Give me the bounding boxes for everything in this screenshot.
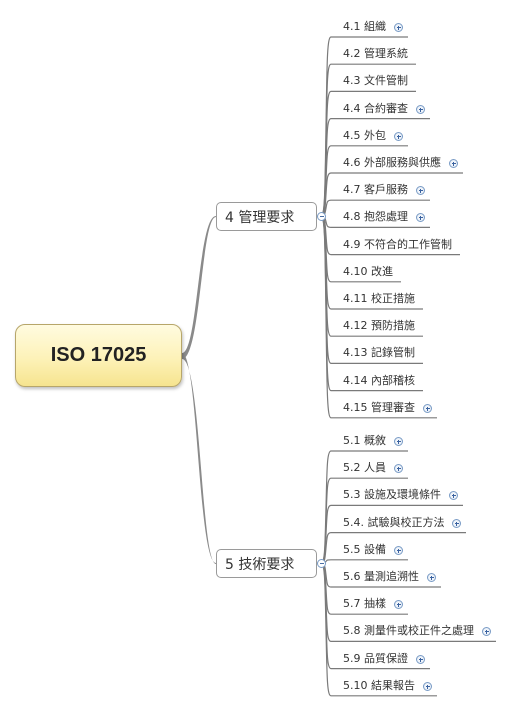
expand-plus-icon[interactable] [423, 404, 432, 413]
connector-root-to-branch-5 [182, 353, 216, 564]
expand-plus-icon[interactable] [416, 186, 425, 195]
subtopic-4-6[interactable]: 4.6 外部服務與供應 [343, 154, 441, 171]
subtopic-5-4[interactable]: 5.4. 試驗與校正方法 [343, 514, 445, 531]
subtopic-label: 5.2 人員 [343, 461, 386, 474]
expand-plus-icon[interactable] [416, 213, 425, 222]
subtopic-label: 4.5 外包 [343, 129, 386, 142]
subtopic-4-7[interactable]: 4.7 客戶服務 [343, 181, 408, 198]
subtopic-label: 4.1 組織 [343, 20, 386, 33]
subtopic-label: 4.6 外部服務與供應 [343, 156, 441, 169]
connector-branch-to-subtopic [320, 215, 332, 419]
expand-plus-icon[interactable] [416, 655, 425, 664]
subtopic-4-1[interactable]: 4.1 組織 [343, 18, 386, 35]
subtopic-label: 5.4. 試驗與校正方法 [343, 516, 445, 529]
subtopic-4-12[interactable]: 4.12 預防措施 [343, 317, 415, 334]
subtopic-5-6[interactable]: 5.6 量測追溯性 [343, 568, 419, 585]
subtopic-4-9[interactable]: 4.9 不符合的工作管制 [343, 236, 452, 253]
subtopic-5-10[interactable]: 5.10 結果報告 [343, 677, 415, 694]
root-topic-label: ISO 17025 [50, 344, 147, 366]
branch-label: 4 管理要求 [225, 209, 295, 226]
expand-plus-icon[interactable] [394, 437, 403, 446]
subtopic-5-2[interactable]: 5.2 人員 [343, 459, 386, 476]
subtopic-label: 4.7 客戶服務 [343, 183, 408, 196]
subtopic-5-1[interactable]: 5.1 概敘 [343, 432, 386, 449]
subtopic-4-14[interactable]: 4.14 內部稽核 [343, 372, 415, 389]
expand-plus-icon[interactable] [449, 159, 458, 168]
subtopic-label: 4.15 管理審查 [343, 401, 415, 414]
collapse-toggle-icon[interactable] [317, 559, 326, 568]
connector-branch-to-subtopic [320, 562, 332, 697]
subtopic-4-4[interactable]: 4.4 合約審查 [343, 100, 408, 117]
subtopic-label: 4.3 文件管制 [343, 74, 408, 87]
subtopic-5-8[interactable]: 5.8 測量件或校正件之處理 [343, 622, 474, 639]
subtopic-4-2[interactable]: 4.2 管理系統 [343, 45, 408, 62]
subtopic-label: 4.9 不符合的工作管制 [343, 238, 452, 251]
expand-plus-icon[interactable] [452, 519, 461, 528]
expand-plus-icon[interactable] [449, 491, 458, 500]
subtopic-4-11[interactable]: 4.11 校正措施 [343, 290, 415, 307]
root-topic[interactable]: ISO 17025 [15, 324, 182, 387]
subtopic-label: 5.9 品質保證 [343, 652, 408, 665]
subtopic-4-8[interactable]: 4.8 抱怨處理 [343, 208, 408, 225]
subtopic-label: 5.8 測量件或校正件之處理 [343, 624, 474, 637]
subtopic-label: 5.7 抽樣 [343, 597, 386, 610]
branch-management-requirements[interactable]: 4 管理要求 [216, 202, 317, 231]
subtopic-label: 4.4 合約審查 [343, 102, 408, 115]
subtopic-5-7[interactable]: 5.7 抽樣 [343, 595, 386, 612]
subtopic-4-5[interactable]: 4.5 外包 [343, 127, 386, 144]
expand-plus-icon[interactable] [394, 600, 403, 609]
subtopic-4-3[interactable]: 4.3 文件管制 [343, 72, 408, 89]
expand-plus-icon[interactable] [427, 573, 436, 582]
subtopic-5-3[interactable]: 5.3 設施及環境條件 [343, 486, 441, 503]
subtopic-label: 4.11 校正措施 [343, 292, 415, 305]
expand-plus-icon[interactable] [394, 132, 403, 141]
subtopic-label: 4.13 記錄管制 [343, 346, 415, 359]
expand-plus-icon[interactable] [394, 464, 403, 473]
subtopic-label: 4.2 管理系統 [343, 47, 408, 60]
expand-plus-icon[interactable] [416, 105, 425, 114]
subtopic-label: 5.6 量測追溯性 [343, 570, 419, 583]
connector-root-to-branch-4 [182, 216, 216, 359]
subtopic-label: 4.12 預防措施 [343, 319, 415, 332]
subtopic-label: 4.10 改進 [343, 265, 393, 278]
subtopic-4-15[interactable]: 4.15 管理審查 [343, 399, 415, 416]
subtopic-label: 4.14 內部稽核 [343, 374, 415, 387]
expand-plus-icon[interactable] [482, 627, 491, 636]
subtopic-label: 4.8 抱怨處理 [343, 210, 408, 223]
subtopic-label: 5.3 設施及環境條件 [343, 488, 441, 501]
expand-plus-icon[interactable] [394, 23, 403, 32]
subtopic-label: 5.10 結果報告 [343, 679, 415, 692]
subtopic-5-9[interactable]: 5.9 品質保證 [343, 650, 408, 667]
branch-technical-requirements[interactable]: 5 技術要求 [216, 549, 317, 578]
expand-plus-icon[interactable] [394, 546, 403, 555]
subtopic-4-10[interactable]: 4.10 改進 [343, 263, 393, 280]
branch-label: 5 技術要求 [225, 556, 295, 573]
collapse-toggle-icon[interactable] [317, 212, 326, 221]
subtopic-5-5[interactable]: 5.5 設備 [343, 541, 386, 558]
subtopic-label: 5.5 設備 [343, 543, 386, 556]
subtopic-4-13[interactable]: 4.13 記錄管制 [343, 344, 415, 361]
expand-plus-icon[interactable] [423, 682, 432, 691]
subtopic-label: 5.1 概敘 [343, 434, 386, 447]
